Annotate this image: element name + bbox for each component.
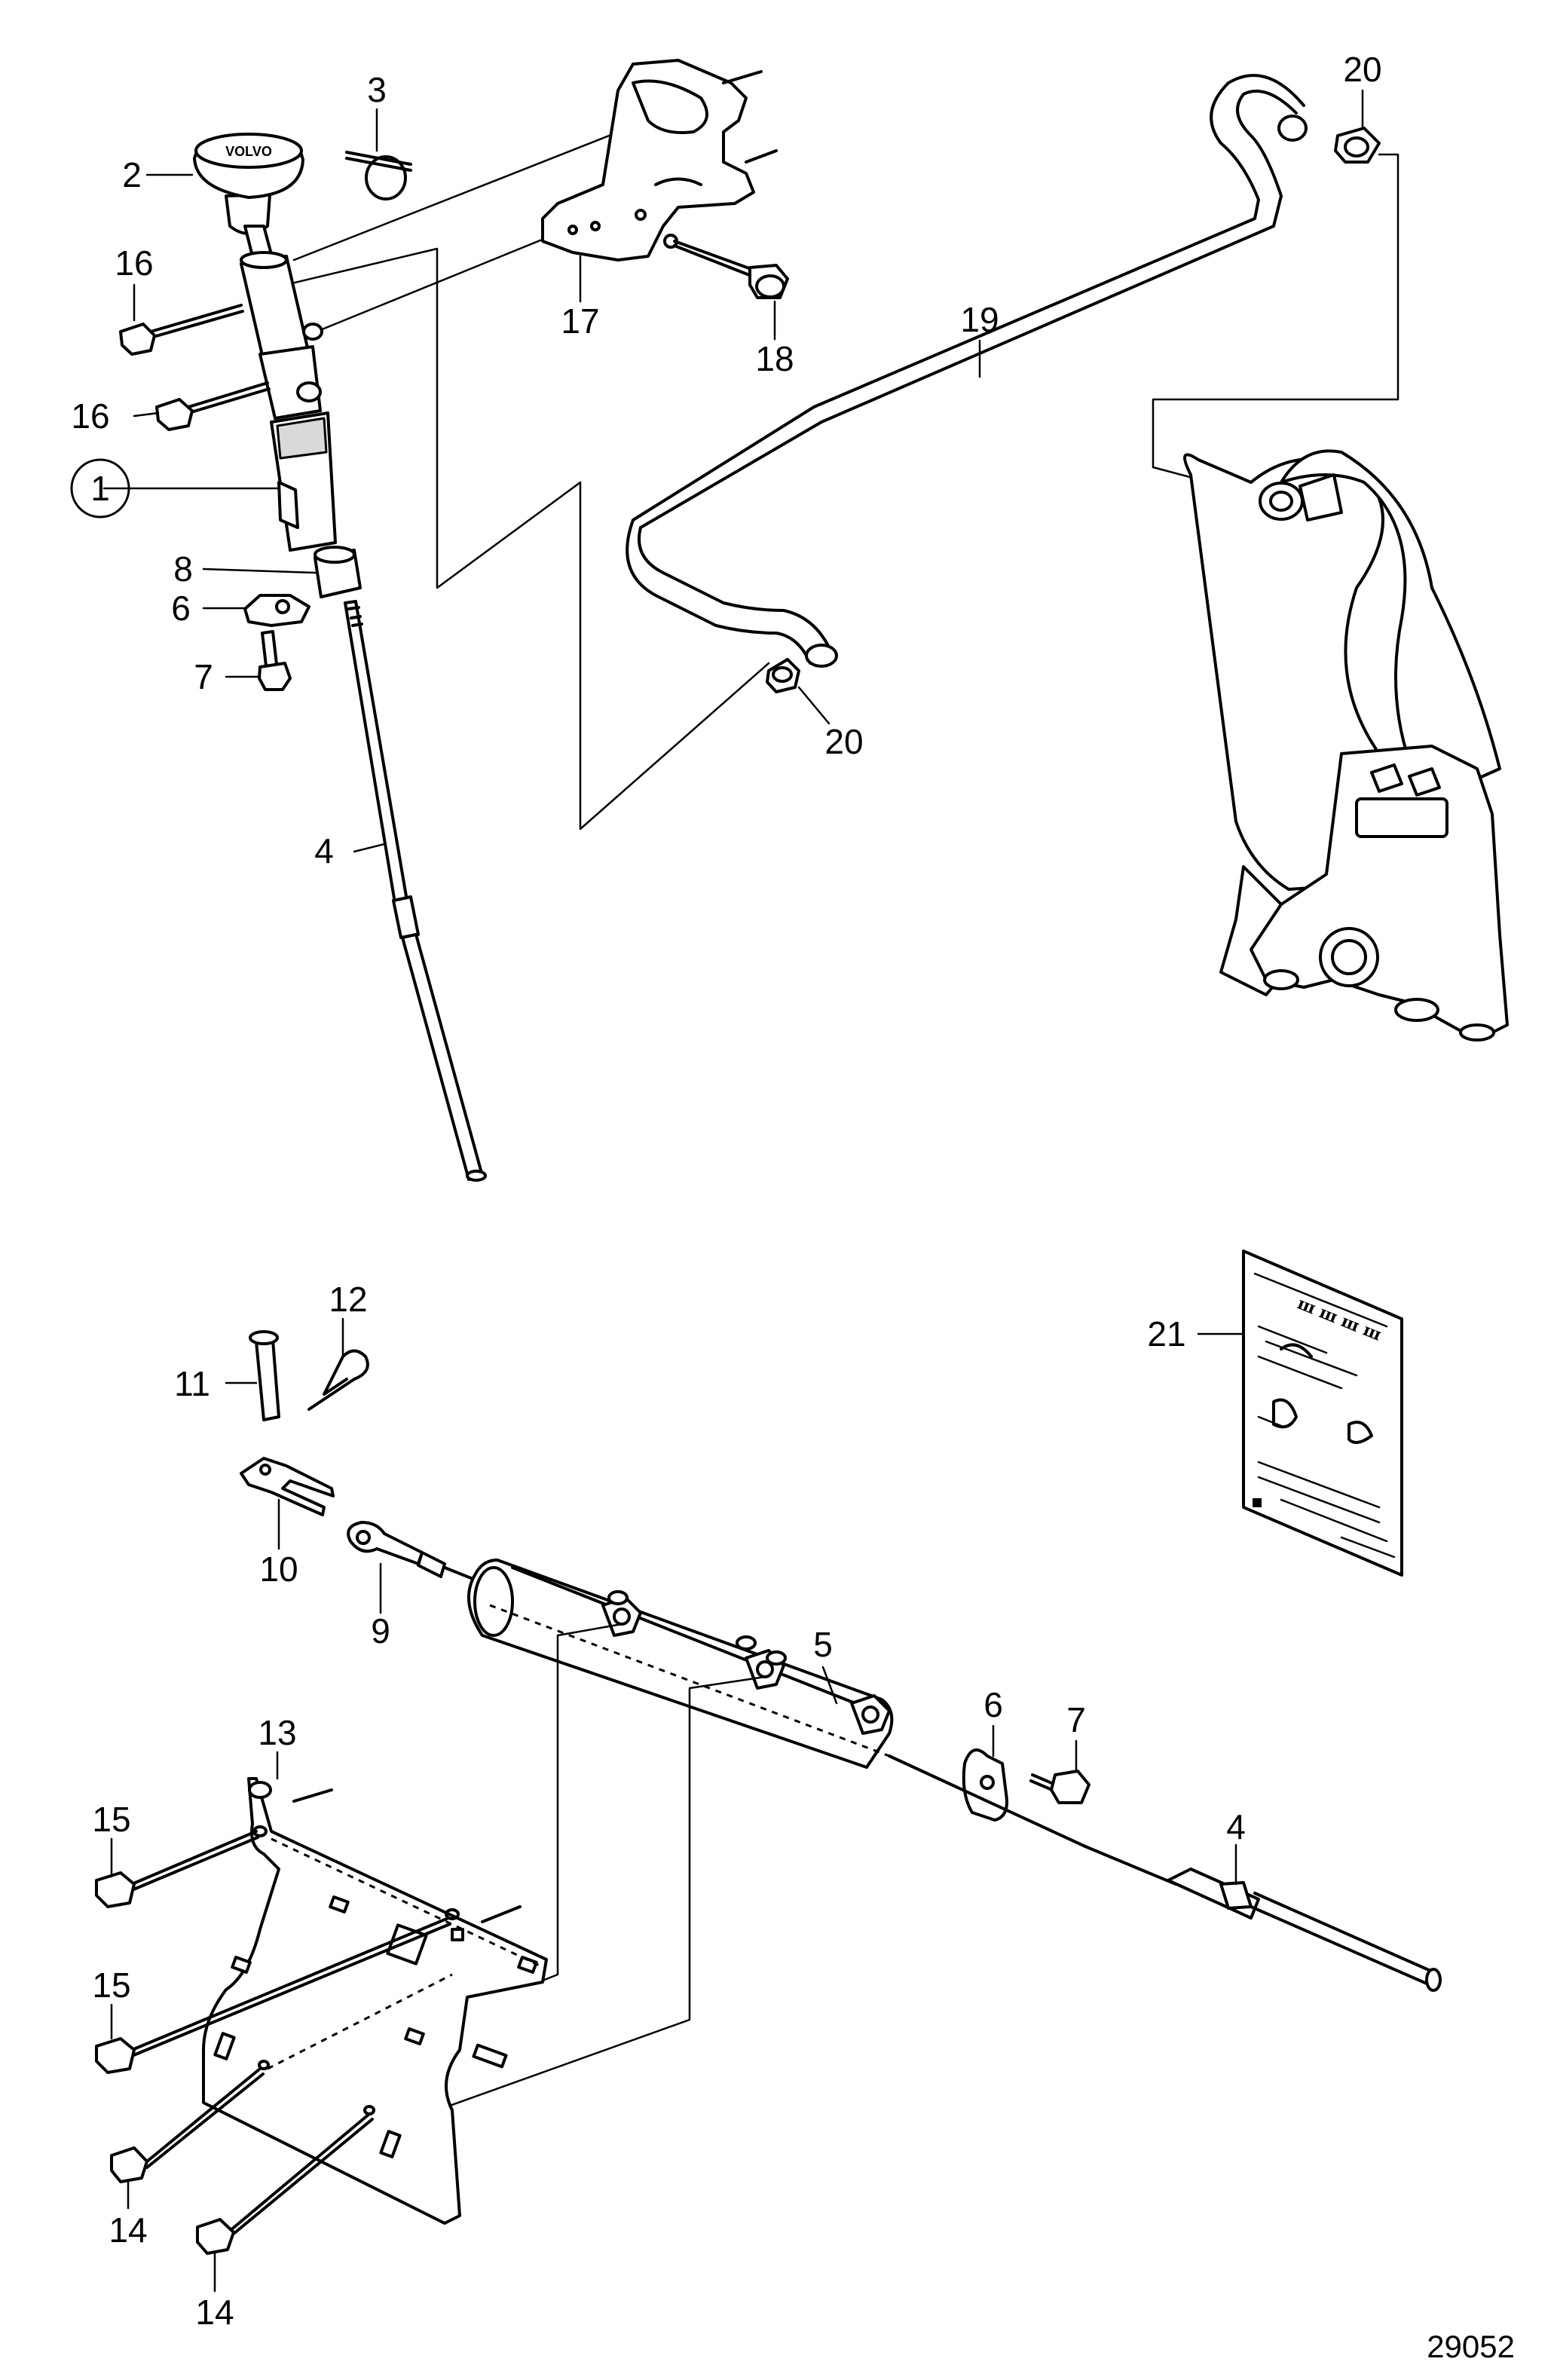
bolt-14-lower-drawing xyxy=(196,2112,374,2255)
clamp-20-lower-drawing xyxy=(766,658,800,693)
part-label-21: 21 xyxy=(1147,1314,1185,1354)
rod-end-9-drawing xyxy=(347,1521,484,1584)
bolt-15-upper-drawing xyxy=(95,1830,259,1908)
reference-line xyxy=(1152,153,1399,499)
instruction-sheet-21-drawing: ш ш ш ш xyxy=(1242,1250,1403,1577)
reference-line xyxy=(277,247,770,831)
part-label-14-upper: 14 xyxy=(109,2210,147,2250)
hose-19-drawing xyxy=(626,74,1308,668)
bracket-17-drawing xyxy=(541,59,778,262)
spring-clip-12-drawing xyxy=(307,1349,369,1411)
cable-clamp-5-drawing xyxy=(467,1559,894,1769)
plate-6-top-drawing xyxy=(243,594,310,627)
part-label-6-bottom: 6 xyxy=(983,1685,1003,1724)
cable-fork-10-drawing xyxy=(240,1457,335,1516)
clevis-pin-11-drawing xyxy=(249,1330,280,1421)
part-label-6-top: 6 xyxy=(171,589,191,628)
leader-lines xyxy=(102,89,1364,2293)
bolt-15-lower-drawing xyxy=(95,1917,451,2074)
part-label-8: 8 xyxy=(173,549,193,589)
part-label-18: 18 xyxy=(755,339,794,378)
ring-clip-3-drawing xyxy=(345,151,412,200)
part-label-4-top: 4 xyxy=(314,831,334,870)
bushing-8-drawing xyxy=(314,546,362,598)
part-label-19: 19 xyxy=(960,300,999,339)
part-label-20-bottom: 20 xyxy=(824,722,863,761)
part-label-13: 13 xyxy=(258,1713,296,1752)
part-label-2: 2 xyxy=(122,155,142,194)
part-label-17: 17 xyxy=(561,301,599,341)
callout-circle-part-1 xyxy=(70,458,130,519)
reference-line xyxy=(436,1675,766,2112)
knob-logo-text: VOLVO xyxy=(225,144,272,159)
part-label-1: 1 xyxy=(90,469,110,508)
part-label-14-lower: 14 xyxy=(195,2293,234,2332)
part-label-5: 5 xyxy=(813,1625,833,1664)
bracket-13-drawing xyxy=(202,1777,548,2225)
bolt-18-drawing xyxy=(673,240,789,299)
cable-4-bottom-drawing xyxy=(888,1754,1442,1992)
part-label-20-top: 20 xyxy=(1343,50,1381,89)
part-label-10: 10 xyxy=(259,1549,298,1589)
clamp-20-upper-drawing xyxy=(1334,127,1381,164)
bolt-16-lower-drawing xyxy=(155,381,271,431)
part-label-11: 11 xyxy=(174,1364,210,1403)
plate-6-bottom-drawing xyxy=(962,1748,1008,1822)
part-label-15-lower: 15 xyxy=(92,1965,130,2005)
part-label-3: 3 xyxy=(367,70,387,109)
part-label-15-upper: 15 xyxy=(92,1800,130,1839)
part-label-16-lower: 16 xyxy=(71,396,109,436)
cable-4-top-drawing xyxy=(344,600,487,1182)
part-label-7-top: 7 xyxy=(194,657,213,696)
knob-2-drawing: VOLVO xyxy=(193,133,304,235)
figure-number: 29052 xyxy=(1427,2329,1515,2364)
bolt-16-upper-drawing xyxy=(119,304,244,356)
part-label-12: 12 xyxy=(329,1280,367,1319)
bolt-14-upper-drawing xyxy=(110,2067,265,2183)
part-label-7-bottom: 7 xyxy=(1066,1700,1086,1739)
lever-housing-1-drawing xyxy=(240,225,337,552)
part-label-9: 9 xyxy=(371,1611,390,1650)
part-label-4-bottom: 4 xyxy=(1226,1807,1246,1846)
engine-thermostat-housing-drawing xyxy=(1183,449,1509,1042)
bolt-7-top-drawing xyxy=(258,630,292,691)
bolt-7-bottom-drawing xyxy=(1029,1770,1091,1804)
reference-line xyxy=(537,1623,623,1984)
part-label-16-upper: 16 xyxy=(115,243,153,283)
